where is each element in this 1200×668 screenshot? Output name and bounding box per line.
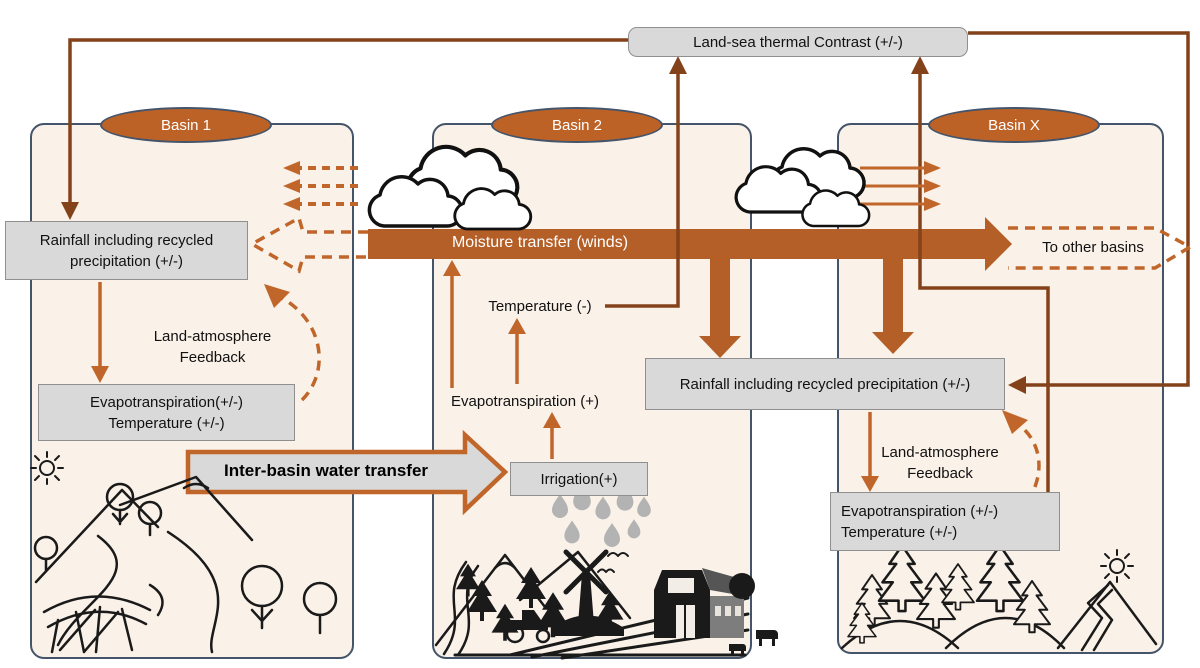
basinx-evapo-line1: Evapotranspiration (+/-) <box>841 502 999 520</box>
basin1-evapo-line1: Evapotranspiration(+/-) <box>90 393 243 411</box>
basinx-clouds <box>734 147 871 228</box>
band-down-arrow-1 <box>699 258 741 358</box>
basin2-title-ellipse: Basin 2 <box>491 107 663 143</box>
basinx-feedback-label: Land-atmosphere Feedback <box>855 442 1025 484</box>
basin1-rainfall-box: Rainfall including recycled precipitatio… <box>5 221 248 280</box>
moisture-transfer-band <box>368 217 1012 358</box>
basin1-title-ellipse: Basin 1 <box>100 107 272 143</box>
basinx-feedback-line2: Feedback <box>907 465 973 482</box>
basinx-evapo-line2: Temperature (+/-) <box>841 523 958 541</box>
basin2-arrows <box>443 260 561 459</box>
basin2-temperature-label: Temperature (-) <box>488 298 592 315</box>
land-sea-loop-arrows <box>61 31 1190 492</box>
basin1-arrows <box>91 282 321 402</box>
moisture-dashed-arrows-left <box>248 161 368 274</box>
basinx-feedback-line1: Land-atmosphere <box>881 444 999 461</box>
sun-icon <box>30 451 64 485</box>
basin2-landscape-illustration <box>434 549 778 660</box>
basin2-clouds <box>367 144 533 231</box>
land-sea-thermal-contrast-box: Land-sea thermal Contrast (+/-) <box>628 27 968 57</box>
basinx-rainfall-box: Rainfall including recycled precipitatio… <box>645 358 1005 410</box>
dashed-open-arrow-to-other-basins <box>1008 226 1194 270</box>
basinx-rainfall-label: Rainfall including recycled precipitatio… <box>679 375 971 393</box>
inter-basin-transfer-arrow-shape <box>185 429 509 516</box>
basin1-rainfall-line2: precipitation (+/-) <box>70 252 183 270</box>
basin2-irrigation-box: Irrigation(+) <box>510 462 648 496</box>
basin1-landscape-illustration <box>30 451 338 654</box>
basinx-evapotranspiration-box: Evapotranspiration (+/-) Temperature (+/… <box>830 492 1060 551</box>
wind-arrows-right <box>860 161 1194 270</box>
basin1-evapotranspiration-box: Evapotranspiration(+/-) Temperature (+/-… <box>38 384 295 441</box>
basin1-feedback-line1: Land-atmosphere <box>153 328 272 345</box>
basinx-title: Basin X <box>988 116 1040 134</box>
to-other-basins-label: To other basins <box>1042 239 1144 256</box>
basin1-evapo-line2: Temperature (+/-) <box>108 414 225 432</box>
basin1-rainfall-line1: Rainfall including recycled <box>39 231 214 249</box>
band-down-arrow-2 <box>872 258 914 354</box>
basin2-title: Basin 2 <box>551 116 603 134</box>
basin2-irrigation-label: Irrigation(+) <box>540 470 618 488</box>
inter-basin-transfer-label: Inter-basin water transfer <box>223 461 429 480</box>
land-sea-thermal-contrast-label: Land-sea thermal Contrast (+/-) <box>693 33 903 51</box>
basin1-feedback-line2: Feedback <box>179 349 246 366</box>
basin1-feedback-label: Land-atmosphere Feedback <box>130 326 295 368</box>
moisture-transfer-label: Moisture transfer (winds) <box>451 234 629 251</box>
basin1-feedback-dashed-curve <box>281 296 321 402</box>
basin1-title: Basin 1 <box>160 116 212 134</box>
basin2-evapotranspiration-label: Evapotranspiration (+) <box>451 393 599 410</box>
basinx-landscape-illustration <box>840 544 1158 652</box>
sun-icon <box>1100 549 1134 583</box>
dashed-open-arrow-left <box>248 215 368 274</box>
basinx-title-ellipse: Basin X <box>928 107 1100 143</box>
